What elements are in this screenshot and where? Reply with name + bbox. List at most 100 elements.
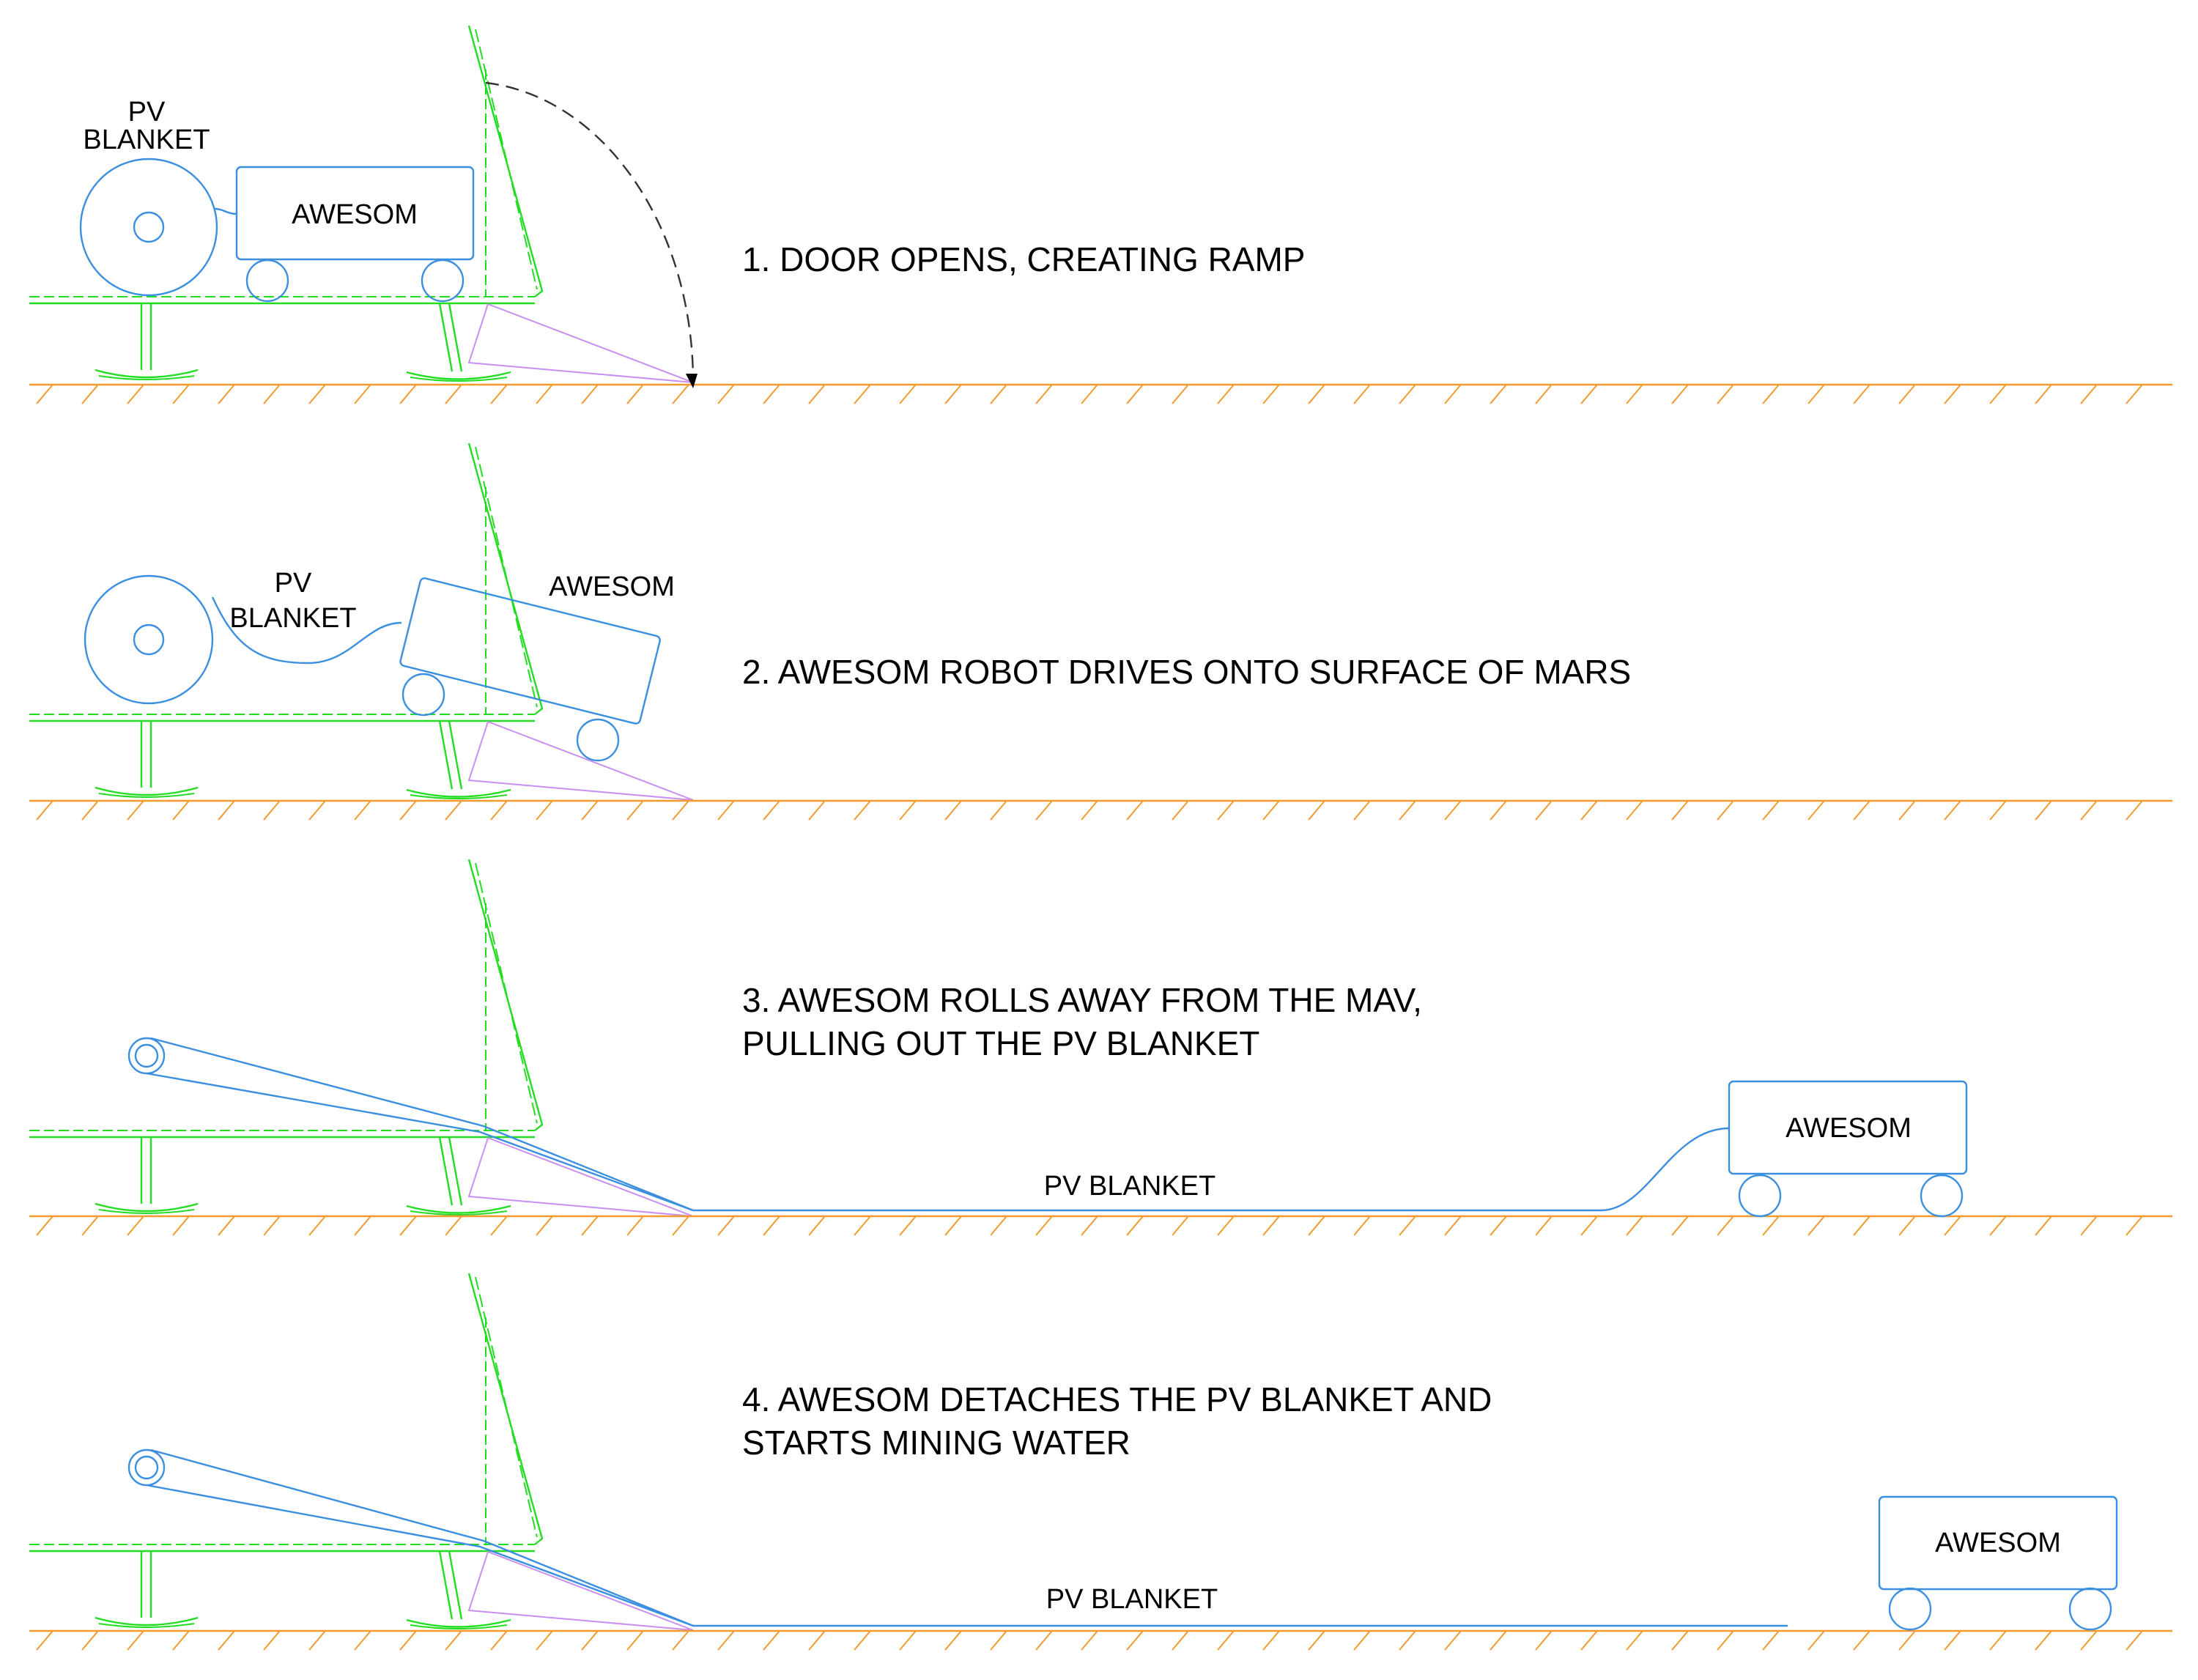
hatch-tick	[1944, 384, 1961, 404]
blanket-label: PV	[275, 568, 312, 599]
hatch-tick	[1262, 1215, 1280, 1236]
hatch-tick	[1671, 1630, 1689, 1651]
hatch-tick	[1444, 1215, 1462, 1236]
hatch-tick	[36, 800, 53, 821]
hatch-tick	[1353, 384, 1371, 404]
hatch-tick	[1807, 1630, 1825, 1651]
hatch-tick	[808, 384, 826, 404]
hatch-tick	[1671, 800, 1689, 821]
hatch-tick	[1807, 1215, 1825, 1236]
hatch-tick	[354, 1630, 371, 1651]
awesom-robot	[1728, 1080, 1968, 1218]
hatch-tick	[1353, 800, 1371, 821]
hatch-tick	[81, 1630, 99, 1651]
hatch-tick	[1399, 1630, 1416, 1651]
hatch-tick	[81, 1215, 99, 1236]
step-caption: 2. AWESOM ROBOT DRIVES ONTO SURFACE OF M…	[742, 653, 1631, 691]
hatch-tick	[2125, 384, 2143, 404]
hatch-tick	[854, 800, 871, 821]
hatch-tick	[1671, 384, 1689, 404]
pv-blanket-roll	[127, 1448, 166, 1487]
hatch-tick	[445, 1630, 462, 1651]
mav-lander	[28, 858, 695, 1218]
hatch-tick	[81, 384, 99, 404]
hatch-tick	[2125, 1630, 2143, 1651]
robot-wheel	[1738, 1174, 1782, 1218]
blanket-label: PV BLANKET	[1046, 1584, 1218, 1615]
hatch-tick	[1399, 1215, 1416, 1236]
hatch-tick	[1853, 1215, 1870, 1236]
hatch-tick	[1717, 1215, 1734, 1236]
hatch-tick	[445, 384, 462, 404]
hatch-tick	[763, 1215, 780, 1236]
hatch-tick	[581, 1215, 599, 1236]
hatch-tick	[2035, 800, 2052, 821]
hatch-tick	[354, 800, 371, 821]
hatch-tick	[1944, 1630, 1961, 1651]
hatch-tick	[1535, 1630, 1553, 1651]
hatch-tick	[399, 1630, 417, 1651]
hatch-tick	[1081, 1215, 1098, 1236]
hatch-tick	[1989, 384, 2007, 404]
hatch-tick	[1717, 800, 1734, 821]
hatch-tick	[1898, 800, 1916, 821]
hatch-tick	[1081, 800, 1098, 821]
hatch-tick	[2035, 1215, 2052, 1236]
hatch-tick	[308, 800, 326, 821]
blanket-link	[211, 596, 402, 665]
hatch-tick	[581, 800, 599, 821]
hatch-tick	[2125, 800, 2143, 821]
step-4-robot-detaches: PV BLANKET AWESOM 4. AWESOM DETACHES THE…	[28, 1272, 2172, 1651]
step-1-door-opens: AWESOM PV BLANKET 1. DOOR OPENS, CREATIN…	[28, 24, 2172, 404]
blanket-label: PV BLANKET	[1044, 1171, 1215, 1202]
hatch-tick	[626, 1630, 644, 1651]
hatch-tick	[490, 1215, 508, 1236]
hatch-tick	[1444, 800, 1462, 821]
hatch-tick	[1626, 1215, 1643, 1236]
hatch-tick	[990, 800, 1007, 821]
hatch-tick	[626, 800, 644, 821]
hatch-tick	[218, 800, 235, 821]
hatch-tick	[1217, 1215, 1235, 1236]
hatch-tick	[2035, 384, 2052, 404]
hatch-tick	[263, 1630, 281, 1651]
hatch-tick	[1535, 800, 1553, 821]
hatch-tick	[263, 384, 281, 404]
robot-wheel	[421, 259, 465, 303]
hatch-tick	[1308, 384, 1325, 404]
hatch-tick	[990, 1630, 1007, 1651]
robot-wheel	[2068, 1587, 2112, 1631]
hatch-tick	[263, 800, 281, 821]
hatch-tick	[944, 1215, 962, 1236]
hatch-tick	[1807, 384, 1825, 404]
hatch-tick	[1853, 800, 1870, 821]
hatch-tick	[1035, 384, 1053, 404]
hatch-tick	[1853, 384, 1870, 404]
hatch-tick	[1126, 1630, 1144, 1651]
hatch-tick	[536, 384, 553, 404]
hatch-tick	[763, 800, 780, 821]
hatch-tick	[1762, 800, 1780, 821]
hatch-tick	[990, 384, 1007, 404]
hatch-tick	[1262, 800, 1280, 821]
hatch-tick	[1217, 1630, 1235, 1651]
hatch-tick	[1989, 800, 2007, 821]
hatch-tick	[172, 1215, 190, 1236]
hatch-tick	[36, 384, 53, 404]
hatch-tick	[172, 384, 190, 404]
awesom-robot	[1878, 1495, 2118, 1631]
hatch-tick	[1626, 384, 1643, 404]
hatch-tick	[1262, 1630, 1280, 1651]
hatch-tick	[536, 1215, 553, 1236]
pv-blanket-strip	[693, 1127, 1730, 1212]
hatch-tick	[1898, 1630, 1916, 1651]
ground-hatching	[36, 1630, 2143, 1651]
hatch-tick	[2035, 1630, 2052, 1651]
hatch-tick	[218, 384, 235, 404]
robot-wheel	[576, 718, 620, 762]
hatch-tick	[1308, 800, 1325, 821]
hatch-tick	[854, 1215, 871, 1236]
hatch-tick	[1444, 384, 1462, 404]
hatch-tick	[536, 800, 553, 821]
